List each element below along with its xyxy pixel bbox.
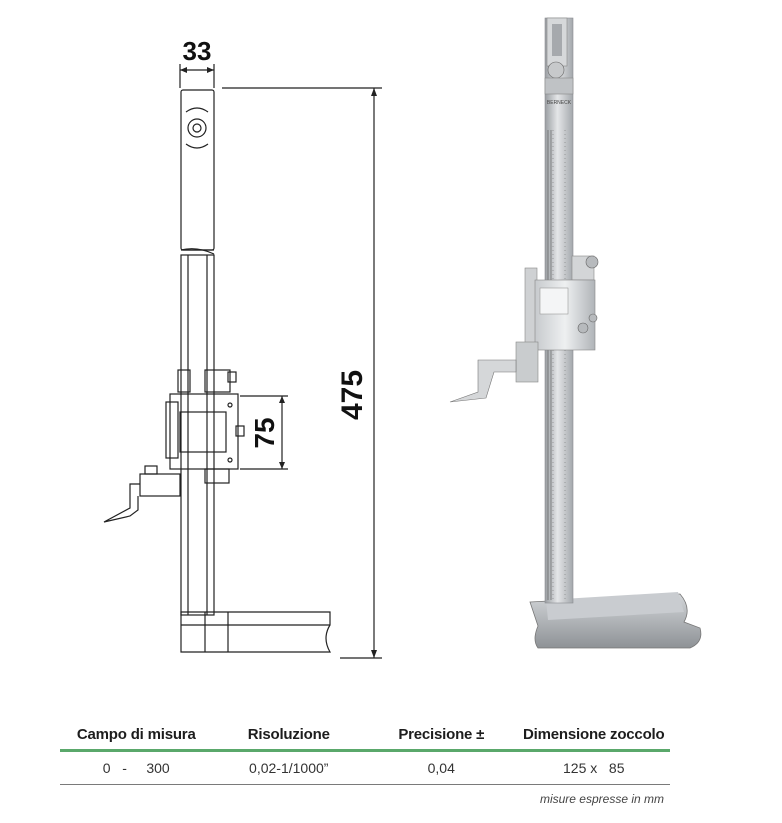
technical-drawing: [103, 64, 382, 659]
dimension-arrows: [180, 67, 377, 658]
header-resolution: Risoluzione: [212, 720, 365, 752]
specifications-table: Campo di misura Risoluzione Precisione ±…: [60, 720, 670, 785]
cell-base-dimension: 125 x 85: [517, 750, 670, 785]
cell-resolution: 0,02-1/1000”: [212, 750, 365, 785]
header-precision: Precisione ±: [365, 720, 518, 752]
brand-mark: BERNECK: [547, 100, 572, 106]
table-header-row: Campo di misura Risoluzione Precisione ±…: [60, 720, 670, 752]
jaw-dimension-label: 75: [249, 417, 280, 448]
units-note: misure espresse in mm: [539, 792, 664, 806]
product-photo: BERNECK: [449, 17, 702, 649]
width-dimension-label: 33: [183, 36, 212, 66]
header-base-dimension: Dimensione zoccolo: [517, 720, 670, 752]
table-row: 0 - 300 0,02-1/1000” 0,04 125 x 85: [60, 750, 670, 785]
cell-measuring-range: 0 - 300: [60, 750, 213, 785]
scale-ticks: [547, 130, 552, 600]
height-dimension-label: 475: [336, 370, 369, 420]
header-measuring-range: Campo di misura: [60, 720, 213, 752]
cell-precision: 0,04: [365, 750, 518, 785]
